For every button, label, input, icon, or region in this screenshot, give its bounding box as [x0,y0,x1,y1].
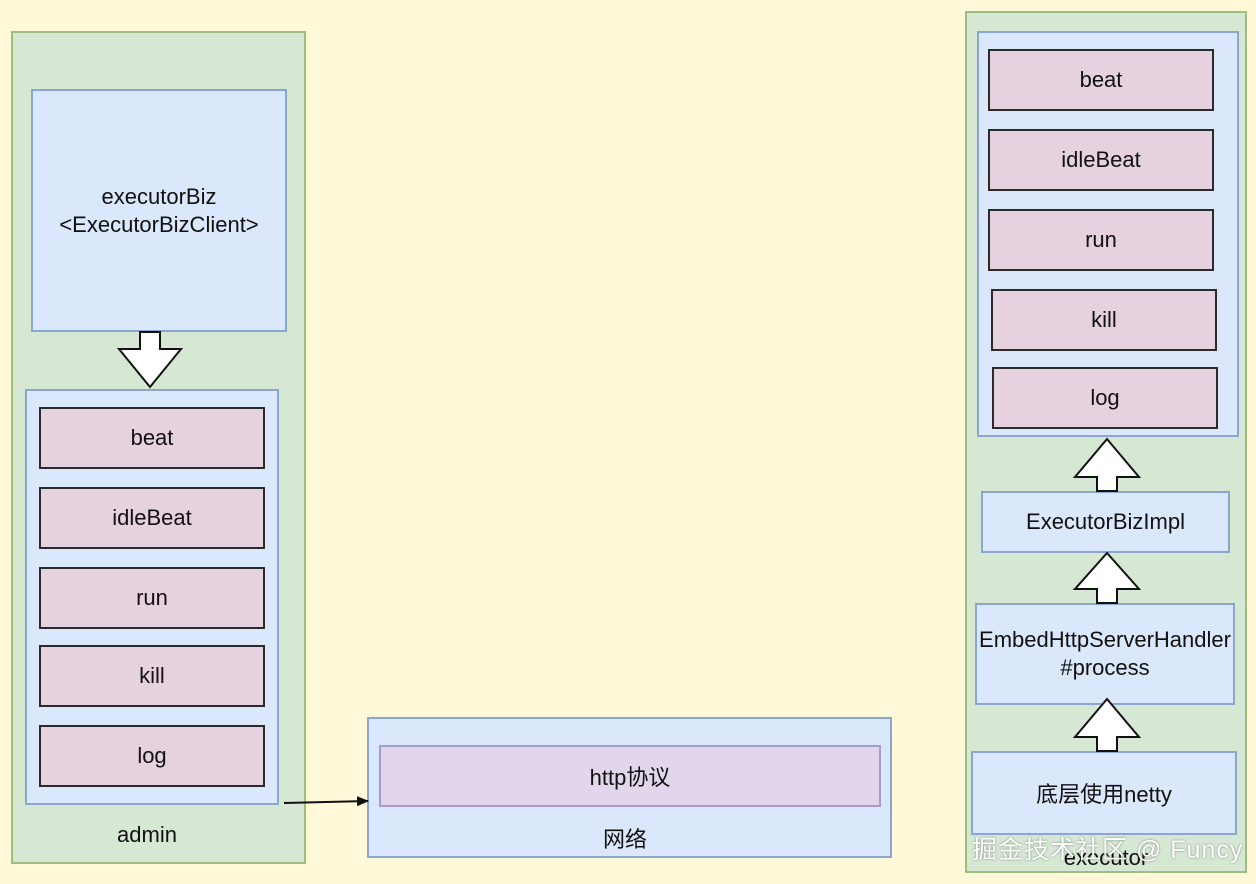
handler-label: EmbedHttpServerHandler [979,627,1231,652]
watermark-text: 掘金技术社区 @ Funcy [972,836,1244,864]
executor-biz-impl-box: ExecutorBizImpl [981,491,1230,553]
admin-method-run: run [39,567,265,629]
admin-label: admin [117,822,177,847]
executor-label: executor [1063,845,1149,870]
executor-method-log: log [992,367,1218,429]
executor-biz-label: executorBiz [101,183,217,209]
executor-method-kill: kill [991,289,1217,351]
admin-method-idlebeat: idleBeat [39,487,265,549]
hollow-up-arrow-netty-to-handler [1072,697,1142,752]
http-protocol-box: http协议 [379,745,881,807]
admin-method-log: log [39,725,265,787]
hollow-down-arrow [116,331,184,389]
admin-method-beat: beat [39,407,265,469]
executor-method-beat: beat [988,49,1214,111]
executor-biz-client-box: executorBiz <ExecutorBizClient> [31,89,287,332]
network-label: 网络 [602,827,647,852]
admin-to-network-arrow [283,796,369,807]
hollow-up-arrow-impl-to-methods [1072,437,1142,492]
netty-transport-box: 底层使用netty [971,751,1237,835]
hollow-up-arrow-handler-to-impl [1072,551,1142,604]
admin-method-kill: kill [39,645,265,707]
handler-method-label: #process [1060,655,1150,680]
executor-method-idlebeat: idleBeat [988,129,1214,191]
executor-method-run: run [988,209,1214,271]
executor-biz-client-label: <ExecutorBizClient> [59,211,259,237]
